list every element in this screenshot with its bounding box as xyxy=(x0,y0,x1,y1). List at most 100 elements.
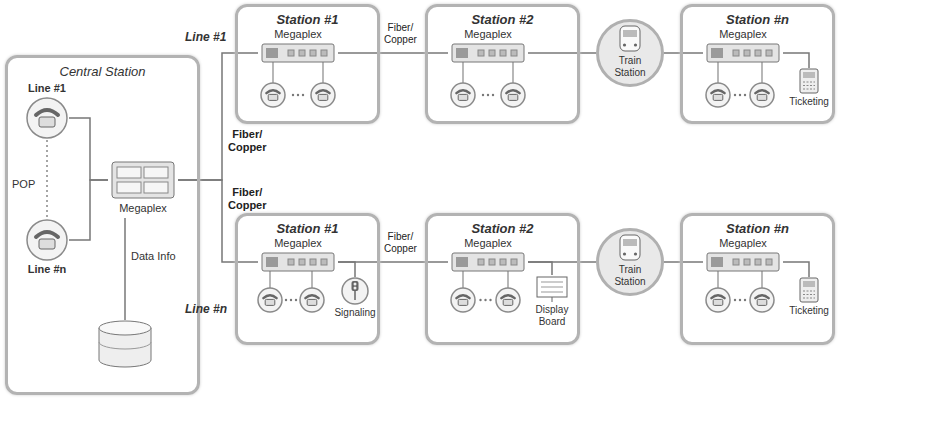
device-port xyxy=(511,50,517,56)
telephone-base xyxy=(307,299,317,305)
device-port xyxy=(500,259,506,265)
ellipsis-dot xyxy=(302,94,304,96)
telephone-circle xyxy=(27,220,67,260)
telephone-handset xyxy=(506,90,519,93)
megaplex-device: Megaplex xyxy=(703,28,783,66)
ellipsis-dot xyxy=(734,299,736,301)
phone-wire xyxy=(717,271,718,288)
telephone-circle xyxy=(27,98,67,138)
link-line xyxy=(69,180,108,240)
ticketing-icon: Ticketing xyxy=(786,68,832,118)
phone-wire xyxy=(269,271,270,288)
telephone-handset xyxy=(755,295,768,298)
device-slot xyxy=(117,167,141,178)
telephone-handset xyxy=(711,295,724,298)
telephone-circle xyxy=(261,83,285,107)
device-panel xyxy=(266,48,278,58)
device-port xyxy=(299,259,305,265)
link-line xyxy=(338,52,448,54)
train-window xyxy=(623,30,637,37)
device-body xyxy=(262,44,334,62)
link-line xyxy=(338,262,355,277)
device-label: Line #n xyxy=(25,263,69,276)
line-label: Line #n xyxy=(185,302,227,316)
ticket-keys xyxy=(803,291,815,292)
phone-wire xyxy=(761,271,762,288)
signal-lamp xyxy=(354,283,357,286)
device-port xyxy=(310,259,316,265)
telephone-base xyxy=(39,239,55,249)
link-label: Fiber/ Copper xyxy=(228,186,267,211)
ticket-keys xyxy=(803,294,815,295)
telephone-circle xyxy=(451,83,475,107)
board-stand xyxy=(552,297,553,302)
board-panel xyxy=(537,277,567,297)
station-title: Station #n xyxy=(683,221,832,237)
ellipsis-dot xyxy=(734,94,736,96)
ellipsis-dot xyxy=(744,94,746,96)
ellipsis-dot xyxy=(744,299,746,301)
link-line xyxy=(783,53,809,68)
device-port xyxy=(288,50,294,56)
device-slot xyxy=(144,167,168,178)
station-title: Station #n xyxy=(683,12,832,28)
database-icon: Data Info xyxy=(97,320,153,368)
station-circle xyxy=(598,230,663,295)
telephone-handset xyxy=(711,90,724,93)
telephone-circle xyxy=(706,288,730,312)
device-label: Ticketing xyxy=(786,96,832,108)
telephone-base xyxy=(265,299,275,305)
ellipsis-dot xyxy=(489,299,491,301)
megaplex-device: Megaplex xyxy=(258,237,338,275)
link-line xyxy=(178,53,258,180)
train-station-circle: Train Station xyxy=(596,19,664,87)
ticket-keys xyxy=(803,89,815,90)
pop-label: POP xyxy=(12,178,35,190)
device-panel xyxy=(456,48,468,58)
device-port xyxy=(755,50,761,56)
device-port xyxy=(478,50,484,56)
phone-wire xyxy=(462,62,463,83)
ellipsis-dot xyxy=(487,94,489,96)
station-title: Station #1 xyxy=(238,221,377,237)
ellipsis-dot xyxy=(295,299,297,301)
telephone-handset xyxy=(456,295,469,298)
link-line xyxy=(69,118,108,180)
ticket-screen xyxy=(803,281,815,287)
ticket-keys xyxy=(803,85,815,86)
ticket-machine xyxy=(800,278,818,302)
device-body xyxy=(112,162,174,198)
link-line xyxy=(664,52,703,54)
device-body xyxy=(707,253,779,271)
phone-wire xyxy=(311,271,312,288)
device-port xyxy=(321,50,327,56)
telephone-circle xyxy=(496,288,520,312)
icon-graphic xyxy=(332,277,378,327)
device-port xyxy=(299,50,305,56)
train-station-circle: Train Station xyxy=(596,228,664,296)
device-label: Megaplex xyxy=(108,202,178,215)
device-label: Data Info xyxy=(131,250,176,263)
device-port xyxy=(478,259,484,265)
device-slot xyxy=(144,182,168,193)
device-port xyxy=(489,50,495,56)
ellipsis-dot xyxy=(479,299,481,301)
phone-wire xyxy=(322,62,323,83)
ellipsis-dot xyxy=(484,299,486,301)
megaplex-device: Megaplex xyxy=(108,160,178,218)
pop-dotted-line xyxy=(46,140,48,218)
device-port xyxy=(321,259,327,265)
ticket-machine xyxy=(800,69,818,93)
ellipsis-dot xyxy=(285,299,287,301)
ticket-keys xyxy=(803,82,815,83)
phone-wire xyxy=(512,62,513,83)
telephone-handset xyxy=(316,90,329,93)
device-label: Line #1 xyxy=(25,82,69,95)
line-label: Line #1 xyxy=(185,30,226,44)
telephone-circle xyxy=(501,83,525,107)
device-port xyxy=(511,259,517,265)
telephone-circle xyxy=(750,288,774,312)
ellipsis-dot xyxy=(290,299,292,301)
station-frame: Central StationLine #1Line #nMegaplexDat… xyxy=(5,55,200,395)
device-label: Train Station xyxy=(608,264,652,288)
